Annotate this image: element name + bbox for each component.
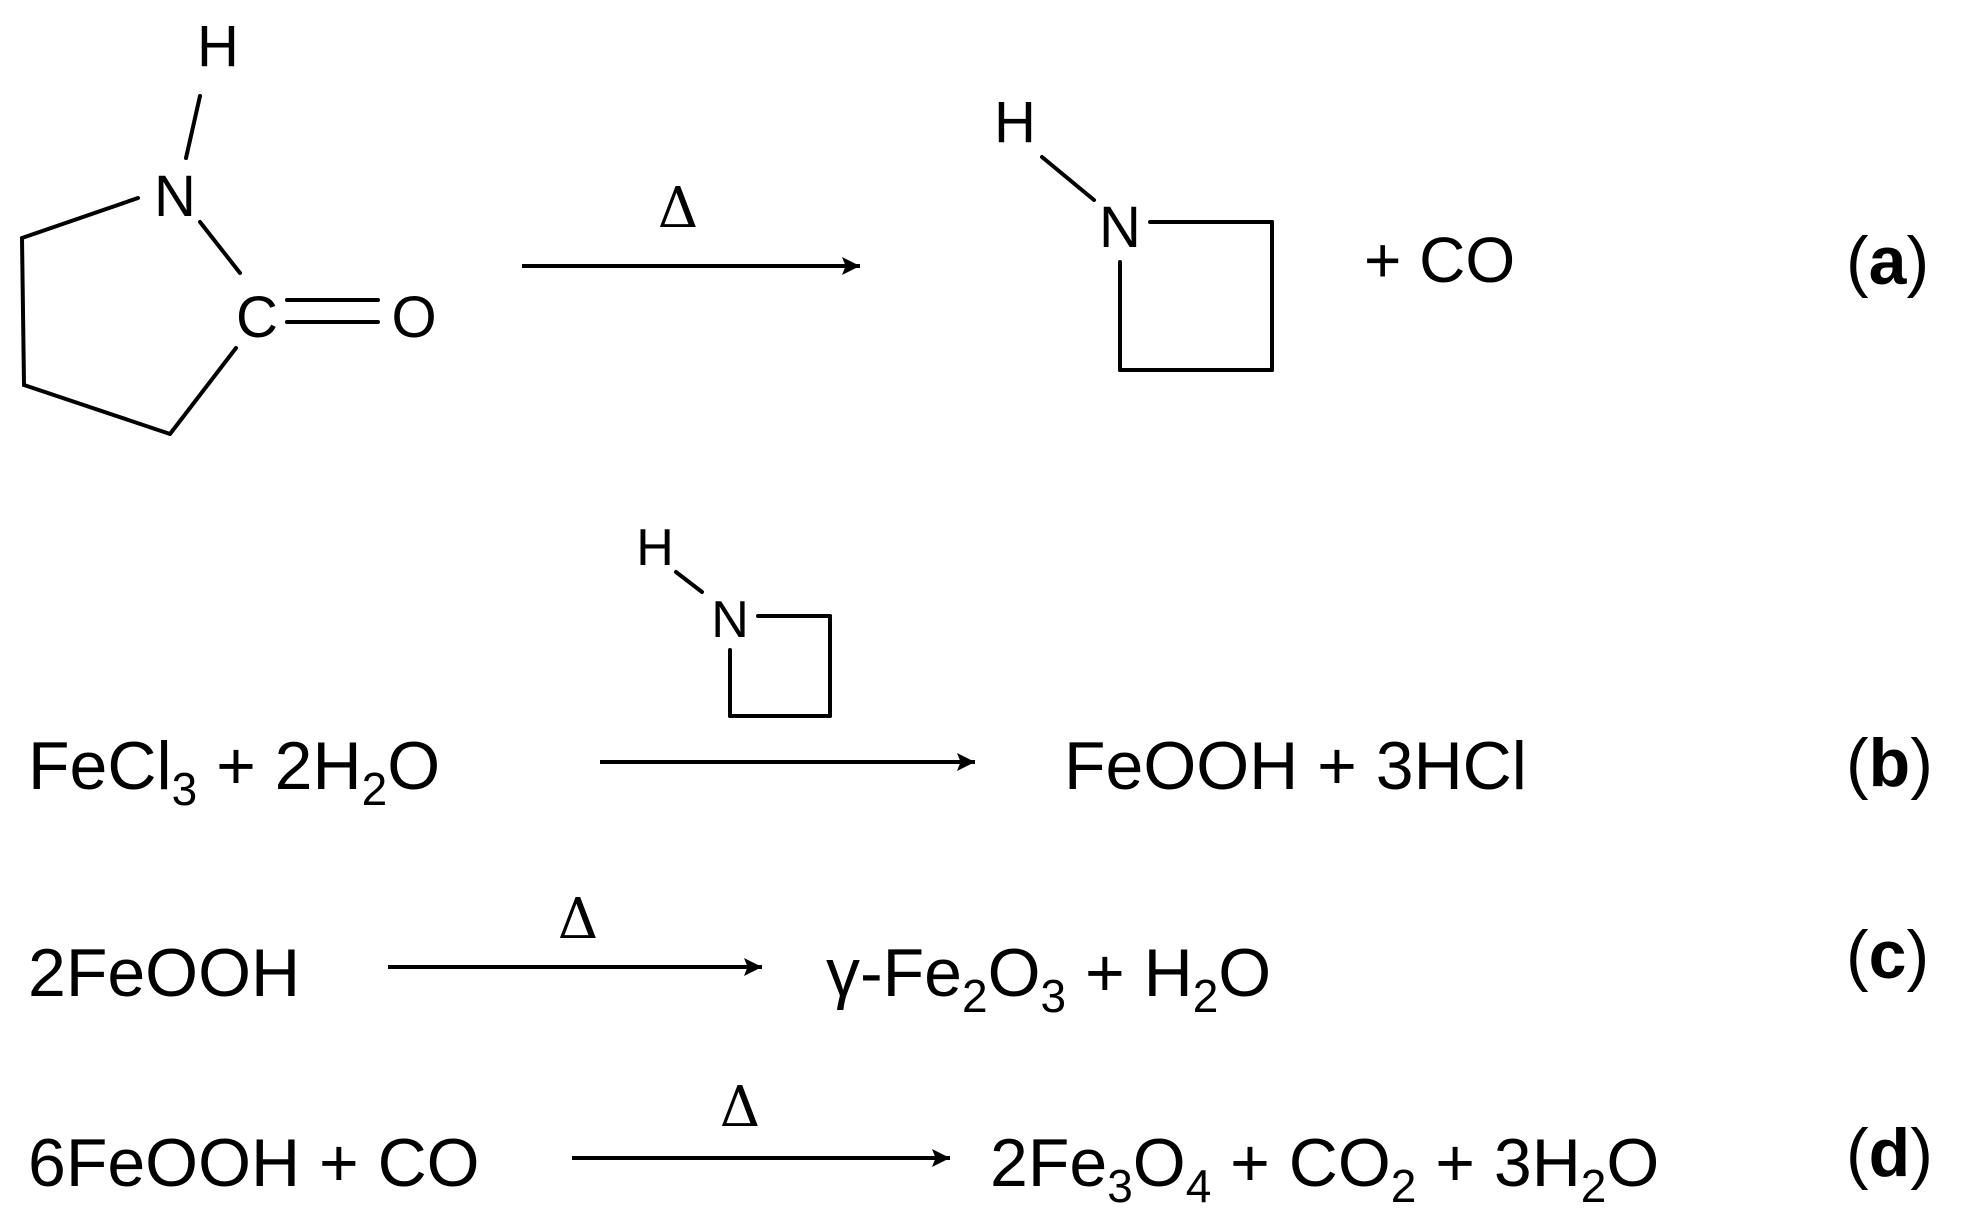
bond-c5-c4 [20,236,26,387]
atom-n: N [1099,195,1141,260]
bond-n-c5 [20,196,140,240]
atom-c: C [236,285,278,350]
reaction-d: 6FeOOH + CO Δ 2Fe3O4 + CO2 + 3H2O (d) [28,1075,1933,1212]
reactants: FeCl3 + 2H2O [28,728,440,815]
azetidine-catalyst-structure: H N [636,519,832,718]
equation-label-c: (c) [1846,917,1929,993]
reaction-c: 2FeOOH Δ γ-Fe2O3 + H2O (c) [28,887,1929,1022]
bond-n-h [184,94,202,160]
equation-label-a: (a) [1846,223,1929,299]
byproduct-co: + CO [1364,224,1515,296]
reactant: 2FeOOH [28,935,300,1011]
atom-h: H [197,14,239,79]
bond-c3-c2 [168,346,238,436]
bond-n-h [1040,155,1096,202]
atom-h: H [636,519,674,577]
products: FeOOH + 3HCl [1064,728,1527,804]
bond-c4-c3 [22,383,172,436]
heat-symbol: Δ [558,887,598,952]
equation-label-d: (d) [1846,1115,1933,1191]
heat-symbol: Δ [658,176,698,241]
atom-n: N [154,164,196,229]
reaction-b: FeCl3 + 2H2O H N FeOOH + 3HCl (b) [28,519,1933,815]
heat-symbol: Δ [720,1075,760,1140]
bond-n-h [674,570,704,594]
atom-o: O [391,285,436,350]
atom-n: N [711,591,749,649]
azetidine-structure: H N [994,90,1274,372]
equation-label-b: (b) [1846,725,1933,801]
reactants: 6FeOOH + CO [28,1125,480,1201]
bond-n-c2 [198,220,242,275]
reaction-a: H N C O Δ H N + CO (a) [20,14,1929,436]
products: 2Fe3O4 + CO2 + 3H2O [990,1125,1659,1212]
atom-h: H [994,90,1036,155]
products: γ-Fe2O3 + H2O [826,935,1271,1022]
pyrrolidinone-structure: H N C O [20,14,437,436]
